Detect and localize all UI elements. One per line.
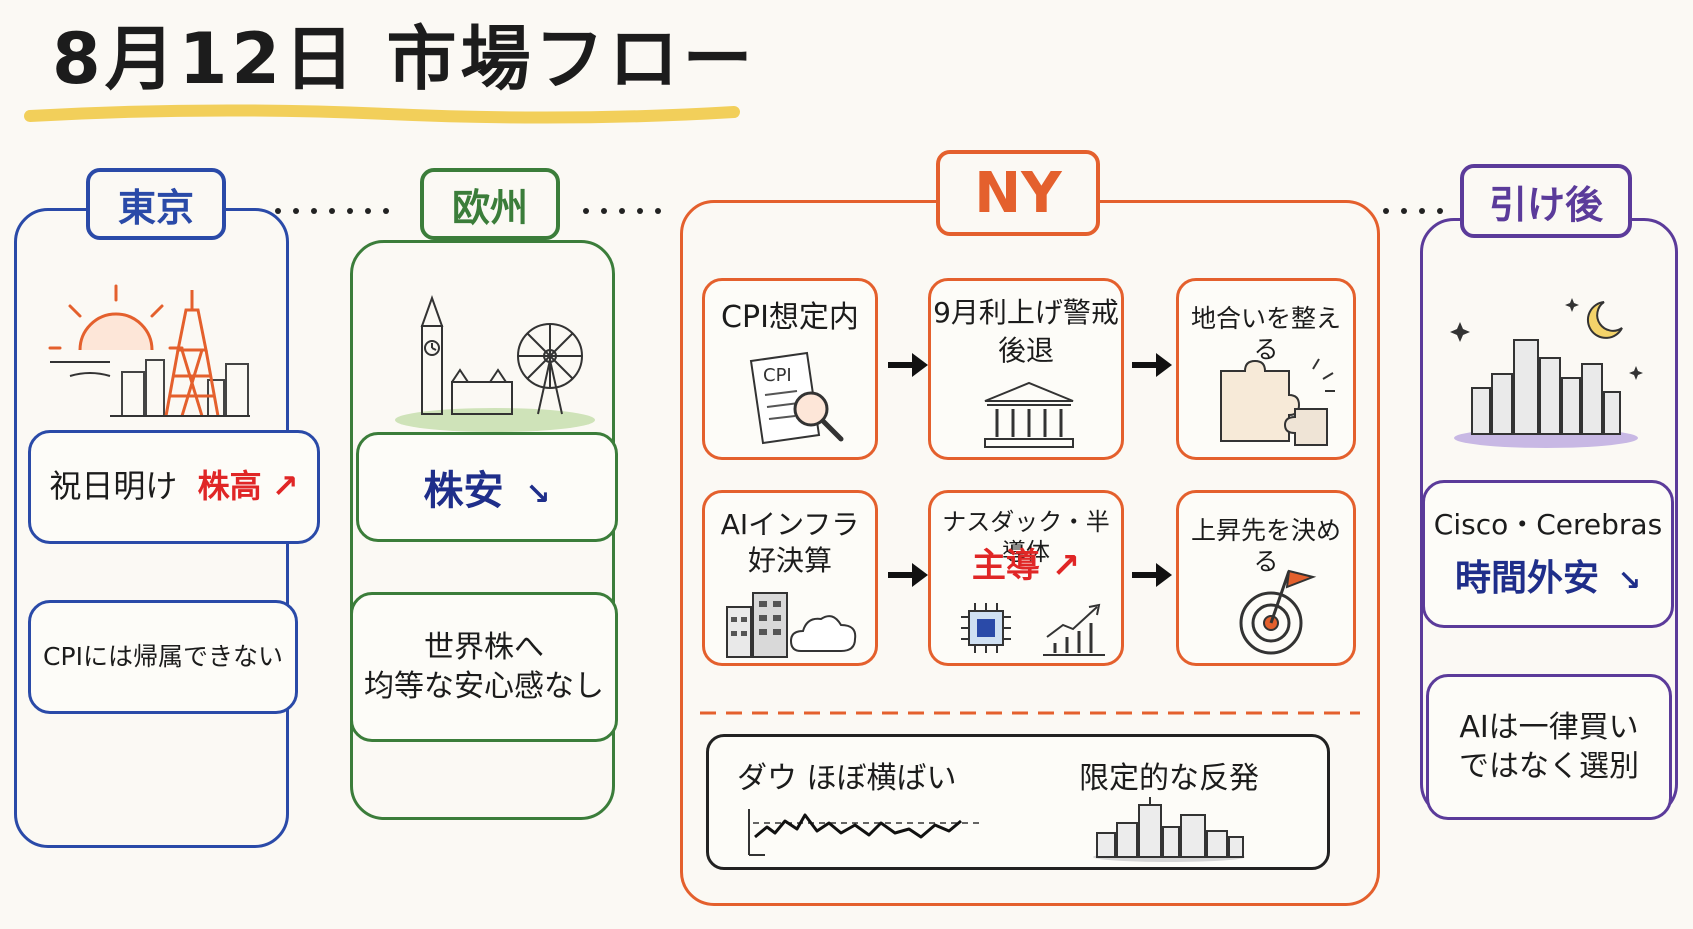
ny-card-cpi-label: CPI想定内 [721, 300, 859, 335]
arrow-right-icon [1132, 353, 1172, 377]
ny-card-ai-infra-line1: AIインフラ [720, 508, 860, 541]
europe-landmarks-icon [395, 295, 595, 432]
ny-summary-right: 限定的な反発 [1079, 761, 1259, 796]
ny-card-rate: 9月利上げ警戒 後退 [928, 278, 1124, 460]
arrow-down-icon: ↘ [1617, 564, 1642, 598]
ny-card-rate-line1: 9月利上げ警戒 [933, 296, 1119, 329]
after-note-box: AIは一律買い ではなく選別 [1426, 674, 1672, 820]
connector-dots-europe-ny [583, 208, 661, 214]
ny-summary-box: ダウ ほぼ横ばい 限定的な反発 [706, 734, 1330, 870]
document-magnifier-icon: CPI [749, 351, 844, 445]
ny-card-direction-label: 上昇先を決める [1190, 516, 1341, 577]
ny-card-nasdaq-line1: ナスダック・半導体 [942, 508, 1110, 566]
ny-summary-left: ダウ ほぼ横ばい [737, 761, 957, 796]
arrow-right-icon [888, 353, 928, 377]
tokyo-note-box: CPIには帰属できない [28, 600, 298, 714]
ny-card-cpi: CPI想定内 CPI [702, 278, 878, 460]
tokyo-result-text: 株高 [197, 467, 262, 506]
tokyo-event-text: 祝日明け [49, 467, 178, 506]
tokyo-tag: 東京 [86, 168, 226, 240]
datacenter-cloud-icon [726, 592, 857, 658]
puzzle-pieces-icon [1220, 358, 1335, 446]
target-flag-icon [1239, 569, 1317, 655]
ny-card-ai-infra-line2: 好決算 [747, 544, 832, 577]
flat-line-chart-icon [748, 809, 981, 856]
night-city-moon-icon [1450, 298, 1643, 448]
europe-result-text: 株安 [423, 468, 504, 514]
europe-note-box: 世界株へ 均等な安心感なし [350, 592, 618, 742]
connector-dots-tokyo-europe [275, 208, 389, 214]
arrow-right-icon [1132, 563, 1172, 587]
cpi-doc-label: CPI [763, 365, 792, 386]
arrow-up-icon: ↗ [1051, 546, 1081, 586]
ny-tag: NY [936, 150, 1100, 236]
after-note-line2: ではなく選別 [1459, 749, 1639, 784]
ny-divider [700, 711, 1360, 715]
central-bank-building-icon [984, 381, 1074, 448]
ny-card-sentiment-label: 地合いを整える [1190, 304, 1341, 365]
tokyo-note-text: CPIには帰属できない [43, 641, 283, 671]
after-event-text: Cisco・Cerebras [1433, 507, 1663, 541]
after-result-box: Cisco・Cerebras 時間外安 ↘ [1422, 480, 1674, 628]
ny-card-direction: 上昇先を決める [1176, 490, 1356, 666]
europe-note-line1: 世界株へ [424, 630, 544, 665]
europe-result-box: 株安 ↘ [356, 432, 618, 542]
arrow-down-icon: ↘ [525, 477, 551, 512]
city-skyline-icon [1093, 797, 1245, 862]
ny-card-rate-line2: 後退 [997, 334, 1054, 367]
tokyo-skyline-sun-icon [48, 284, 250, 417]
after-tag: 引け後 [1460, 164, 1632, 238]
arrow-right-icon [888, 563, 928, 587]
europe-tag: 欧州 [420, 168, 560, 240]
arrow-up-icon: ↗ [271, 467, 299, 506]
tokyo-event-box: 祝日明け 株高 ↗ [28, 430, 320, 544]
ny-card-nasdaq: ナスダック・半導体 主導 ↗ [928, 490, 1124, 666]
title-underline [24, 104, 740, 124]
page-title: 8月12日 市場フロー [52, 18, 757, 100]
europe-note-line2: 均等な安心感なし [364, 669, 604, 704]
ny-card-sentiment: 地合いを整える [1176, 278, 1356, 460]
chip-and-chart-icon [961, 603, 1105, 656]
after-result-text: 時間外安 [1454, 558, 1599, 600]
after-note-line1: AIは一律買い [1459, 710, 1639, 745]
ny-card-nasdaq-line2: 主導 [971, 546, 1040, 586]
ny-card-ai-infra: AIインフラ 好決算 [702, 490, 878, 666]
connector-dots-ny-after [1383, 208, 1443, 214]
